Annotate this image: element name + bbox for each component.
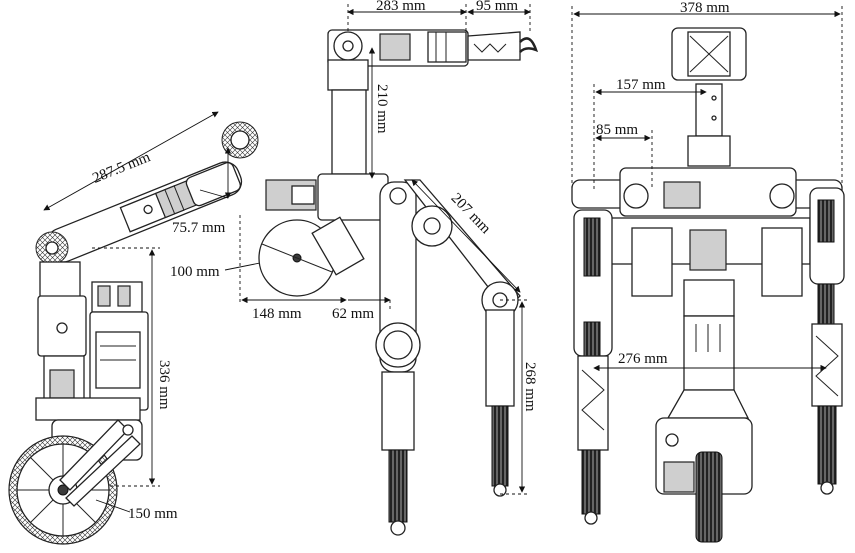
rear-head xyxy=(671,27,747,167)
dim-gripper: 95 mm xyxy=(476,0,518,14)
upper-arm xyxy=(46,161,243,263)
front-disc xyxy=(258,216,365,297)
dim-base-width: 148 mm xyxy=(252,306,302,322)
dim-hip-offset: 62 mm xyxy=(332,306,374,322)
dim-track-width: 276 mm xyxy=(618,351,668,367)
rear-leg-left xyxy=(573,209,613,525)
dim-leg-height: 268 mm xyxy=(522,362,538,412)
front-leg-right xyxy=(403,179,521,497)
elbow-gear xyxy=(35,231,69,265)
top-arm xyxy=(327,29,539,67)
dim-offset: 75.7 mm xyxy=(172,220,226,236)
rear-view: 378 mm 157 mm 85 mm 276 mm xyxy=(571,0,845,543)
dim-arm-reach: 283 mm xyxy=(376,0,426,14)
front-leg-left xyxy=(375,181,421,536)
forearm xyxy=(265,59,389,221)
side-wheel xyxy=(8,435,118,545)
wheel-linkage xyxy=(59,419,141,507)
shoulder-gear xyxy=(221,121,259,159)
side-view: 287.5 mm 75.7 mm 100 mm 336 mm 150 mm xyxy=(8,111,286,545)
dim-body-height: 336 mm xyxy=(156,360,172,410)
dim-disc: 100 mm xyxy=(170,264,220,280)
rear-leg-right xyxy=(809,187,845,495)
dim-forearm: 210 mm xyxy=(374,84,390,134)
dim-wheel: 150 mm xyxy=(128,506,178,522)
front-view: 283 mm 95 mm 210 mm 207 mm 148 mm 62 mm … xyxy=(239,0,539,536)
dim-overall-width: 378 mm xyxy=(680,0,730,16)
dim-inner-offset: 85 mm xyxy=(596,122,638,138)
dim-half-width: 157 mm xyxy=(616,77,666,93)
dim-upper-arm: 287.5 mm xyxy=(90,149,153,187)
rear-body xyxy=(571,167,843,543)
